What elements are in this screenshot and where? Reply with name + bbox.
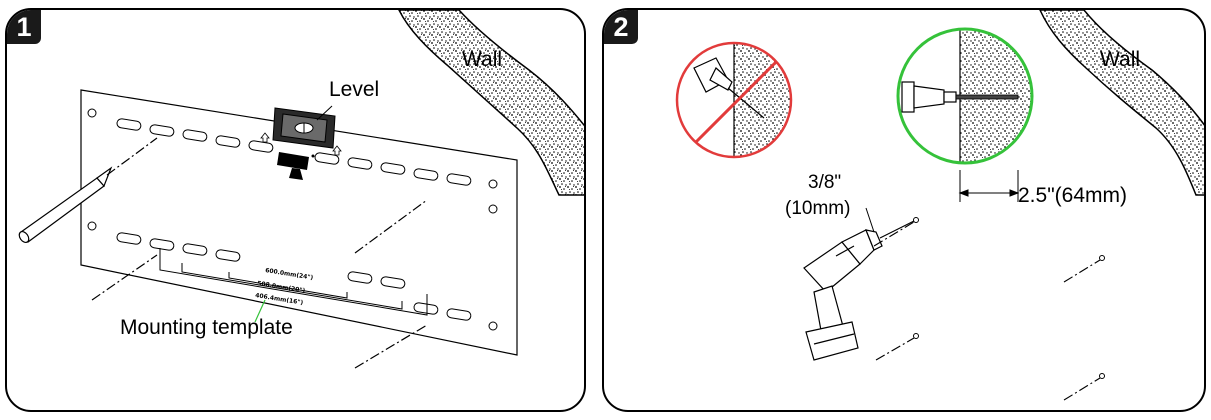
step-1-illustration: 600.0mm(24") 508.0mm(20") 406.4mm(16") [18, 10, 584, 369]
step-2-panel: 2 Wall 3/8" (10mm) 2.5"(64mm) [602, 8, 1206, 412]
depth-label: 2.5"(64mm) [1018, 184, 1127, 207]
drill-guides [873, 221, 1101, 401]
depth-dimension [958, 170, 1020, 202]
wall-texture [398, 10, 584, 196]
template-bottom-slots [87, 221, 498, 331]
pencil-icon [18, 166, 113, 244]
brand-logo-icon [277, 152, 315, 180]
wall-label: Wall [462, 48, 503, 71]
step-number-badge: 2 [604, 10, 638, 44]
correct-drill-icon [896, 27, 1034, 165]
hole-markers [913, 217, 1105, 379]
step-2-illustration [675, 10, 1204, 401]
step-1-panel: 600.0mm(24") 508.0mm(20") 406.4mm(16") [5, 8, 586, 412]
template-leader [254, 299, 266, 323]
level-label: Level [329, 78, 380, 101]
wall-label: Wall [1100, 48, 1141, 71]
bit-size-inch-label: 3/8" [808, 172, 842, 193]
level-leader [316, 105, 333, 121]
wall-texture [1039, 10, 1204, 196]
marking-guides [91, 137, 428, 369]
dimension-lines [159, 248, 428, 316]
mounting-template-label: Mounting template [120, 316, 293, 339]
bit-leader [865, 207, 875, 233]
step-number-badge: 1 [7, 10, 41, 44]
arrow-icons [260, 132, 342, 156]
drill-icon [803, 219, 917, 361]
bit-size-mm-label: (10mm) [785, 198, 851, 219]
wrong-drill-icon [675, 41, 793, 159]
mounting-template-plate [80, 89, 518, 356]
template-top-slots [87, 108, 498, 214]
